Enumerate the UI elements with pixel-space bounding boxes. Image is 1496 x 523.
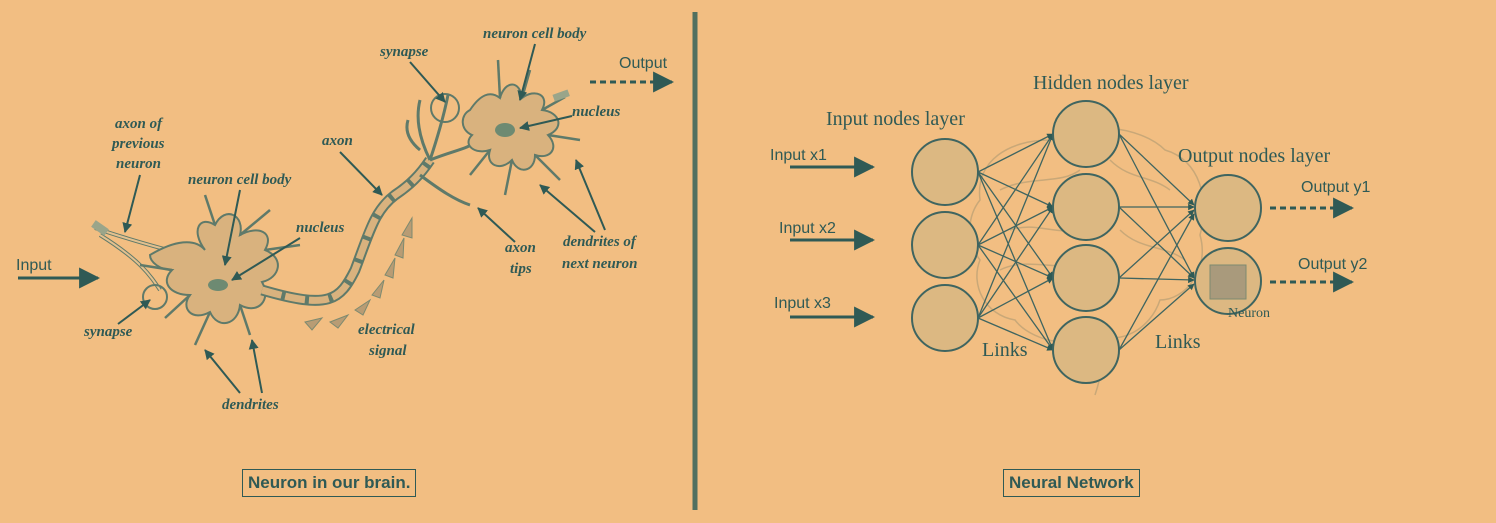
neuron-square-icon: [1209, 264, 1247, 300]
label-cell-body-1: neuron cell body: [188, 172, 292, 188]
neuron-pointer-arrows: [117, 43, 606, 394]
left-output-label: Output: [619, 55, 668, 72]
links-label-1: Links: [982, 339, 1028, 361]
label-dendrites: dendrites: [222, 397, 279, 413]
input-label-2: Input x2: [779, 220, 836, 237]
hidden-node-2: [1052, 173, 1120, 241]
label-synapse-1: synapse: [83, 324, 133, 340]
label-neuron: neuron: [116, 156, 161, 172]
neuron-labels: axon of previous neuron neuron cell body…: [83, 26, 638, 413]
label-axon-tips-2: tips: [510, 261, 532, 277]
input-layer-label: Input nodes layer: [826, 108, 965, 130]
hidden-node-4: [1052, 316, 1120, 384]
network-links: [977, 133, 1195, 351]
neuron-illustration: [91, 59, 581, 346]
input-node-2: [911, 211, 979, 279]
right-caption: Neural Network: [1003, 469, 1140, 497]
output-label-1: Output y1: [1301, 179, 1370, 196]
hidden-node-3: [1052, 244, 1120, 312]
left-input-label: Input: [16, 257, 52, 274]
label-signal: signal: [368, 343, 407, 359]
label-cell-body-2: neuron cell body: [483, 26, 587, 42]
label-previous: previous: [110, 136, 165, 152]
label-axon: axon: [322, 133, 353, 149]
input-node-1: [911, 138, 979, 206]
label-nucleus-1: nucleus: [296, 220, 345, 236]
label-electrical: electrical: [358, 322, 415, 338]
neuron-label: Neuron: [1228, 306, 1270, 321]
output-label-2: Output y2: [1298, 256, 1367, 273]
links-label-2: Links: [1155, 331, 1201, 353]
label-dendrites-of: dendrites of: [563, 234, 638, 250]
output-layer-label: Output nodes layer: [1178, 145, 1331, 167]
label-axon-tips-1: axon: [505, 240, 536, 256]
label-nucleus-2: nucleus: [572, 104, 621, 120]
hidden-node-1: [1052, 100, 1120, 168]
network-nodes: [911, 100, 1262, 384]
hidden-layer-label: Hidden nodes layer: [1033, 72, 1189, 94]
input-label-3: Input x3: [774, 295, 831, 312]
label-axon-of: axon of: [115, 116, 164, 132]
left-caption: Neuron in our brain.: [242, 469, 417, 497]
output-node-1: [1194, 174, 1262, 242]
input-node-3: [911, 284, 979, 352]
label-next-neuron: next neuron: [562, 256, 637, 272]
input-label-1: Input x1: [770, 147, 827, 164]
label-synapse-2: synapse: [379, 44, 429, 60]
